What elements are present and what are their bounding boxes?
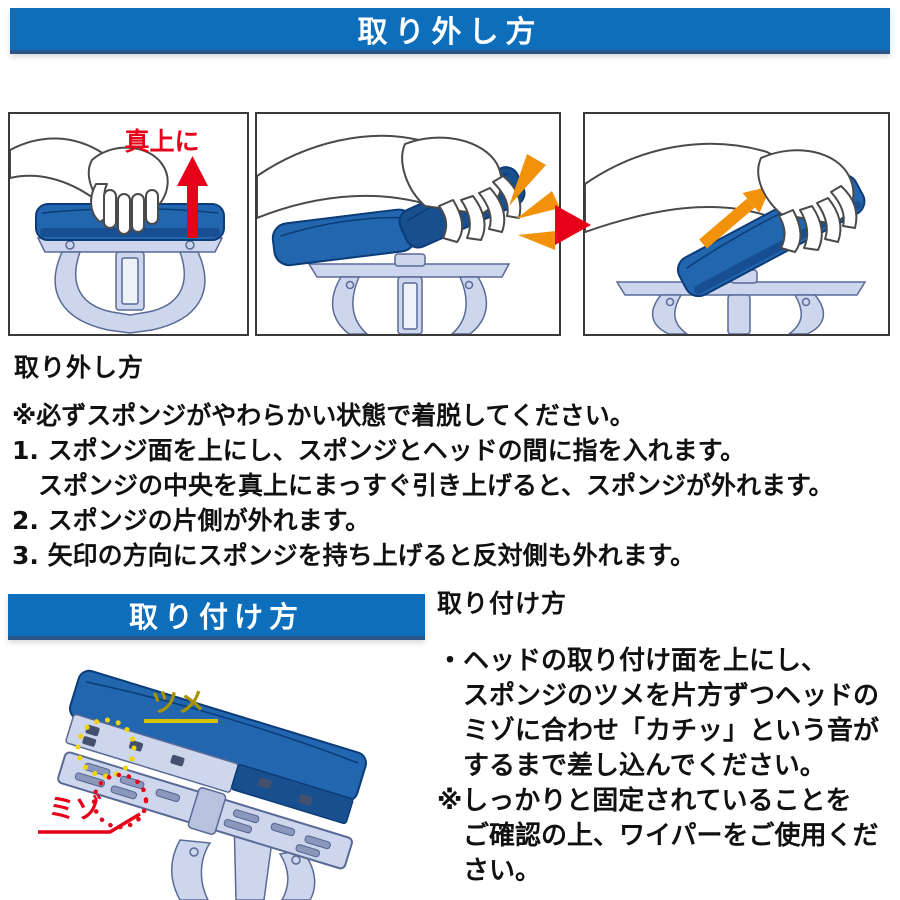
banner-attachment-title: 取り付け方 [8, 594, 425, 640]
attachment-note-line2: ご確認の上、ワイパーをご使用くだ [463, 821, 879, 851]
removal-step2-text: 2. スポンジの片側が外れます。 [12, 506, 371, 535]
mizo-pointer-line [38, 812, 141, 834]
mizo-label: ミゾ [48, 794, 102, 825]
attachment-bullet-line4: するまで差し込んでください。 [463, 751, 826, 781]
attachment-note-line3: さい。 [463, 856, 542, 886]
click-burst-icon [509, 154, 559, 250]
straight-up-label: 真上に [124, 127, 199, 156]
removal-step2-illustration [257, 134, 559, 334]
removal-step1-panel: 真上に [8, 112, 249, 336]
removal-step1-text: 1. スポンジ面を上にし、スポンジとヘッドの間に指を入れます。 [12, 436, 746, 465]
banner-removal-title: 取り外し方 [10, 8, 890, 54]
mop-head [36, 237, 224, 334]
removal-step3-panel [583, 112, 890, 336]
removal-step2-panel [255, 112, 561, 336]
attachment-note-line1: ※しっかりと固定されていることを [437, 786, 852, 816]
mop-head [307, 253, 511, 334]
attachment-bullet-line2: スポンジのツメを片方ずつヘッドの [463, 681, 880, 711]
attachment-diagram: ツメ ミゾ [38, 669, 368, 900]
banner-removal-label: 取り外し方 [357, 15, 543, 50]
sponge [65, 669, 368, 825]
attachment-instructions: ・ヘッドの取り付け面を上にし、 スポンジのツメを片方ずつヘッドの ミゾに合わせ「… [437, 644, 899, 889]
tsume-highlight-circle [75, 717, 137, 779]
removal-step1-illustration: 真上に [10, 127, 225, 334]
attachment-bullet-line3: ミゾに合わせ「カチッ」という音が [463, 716, 880, 746]
hand-fingers [401, 136, 522, 243]
removal-heading: 取り外し方 [14, 353, 145, 382]
attachment-illustration: ツメ ミゾ [10, 648, 430, 900]
removal-instructions: ※必ずスポンジがやわらかい状態で着脱してください。 1. スポンジ面を上にし、ス… [12, 398, 898, 573]
head-plate [57, 751, 353, 870]
tsume-label: ツメ [151, 688, 205, 719]
next-step-arrow-icon [555, 205, 591, 245]
removal-step3-illustration [585, 142, 867, 334]
removal-step3-text: 3. 矢印の方向にスポンジを持ち上げると反対側も外れます。 [12, 541, 696, 570]
hand [10, 137, 169, 235]
up-arrow-icon [177, 156, 208, 238]
removal-step1-text2: スポンジの中央を真上にまっすぐ引き上げると、スポンジが外れます。 [38, 471, 834, 500]
sponge-left [271, 208, 417, 267]
hand-fingers [757, 149, 858, 253]
mop-head [615, 269, 867, 334]
removal-note: ※必ずスポンジがやわらかい状態で着脱してください。 [12, 401, 635, 430]
banner-attachment-label: 取り付け方 [128, 600, 304, 634]
attachment-heading: 取り付け方 [437, 589, 568, 618]
attachment-bullet-line1: ・ヘッドの取り付け面を上にし、 [437, 646, 828, 676]
